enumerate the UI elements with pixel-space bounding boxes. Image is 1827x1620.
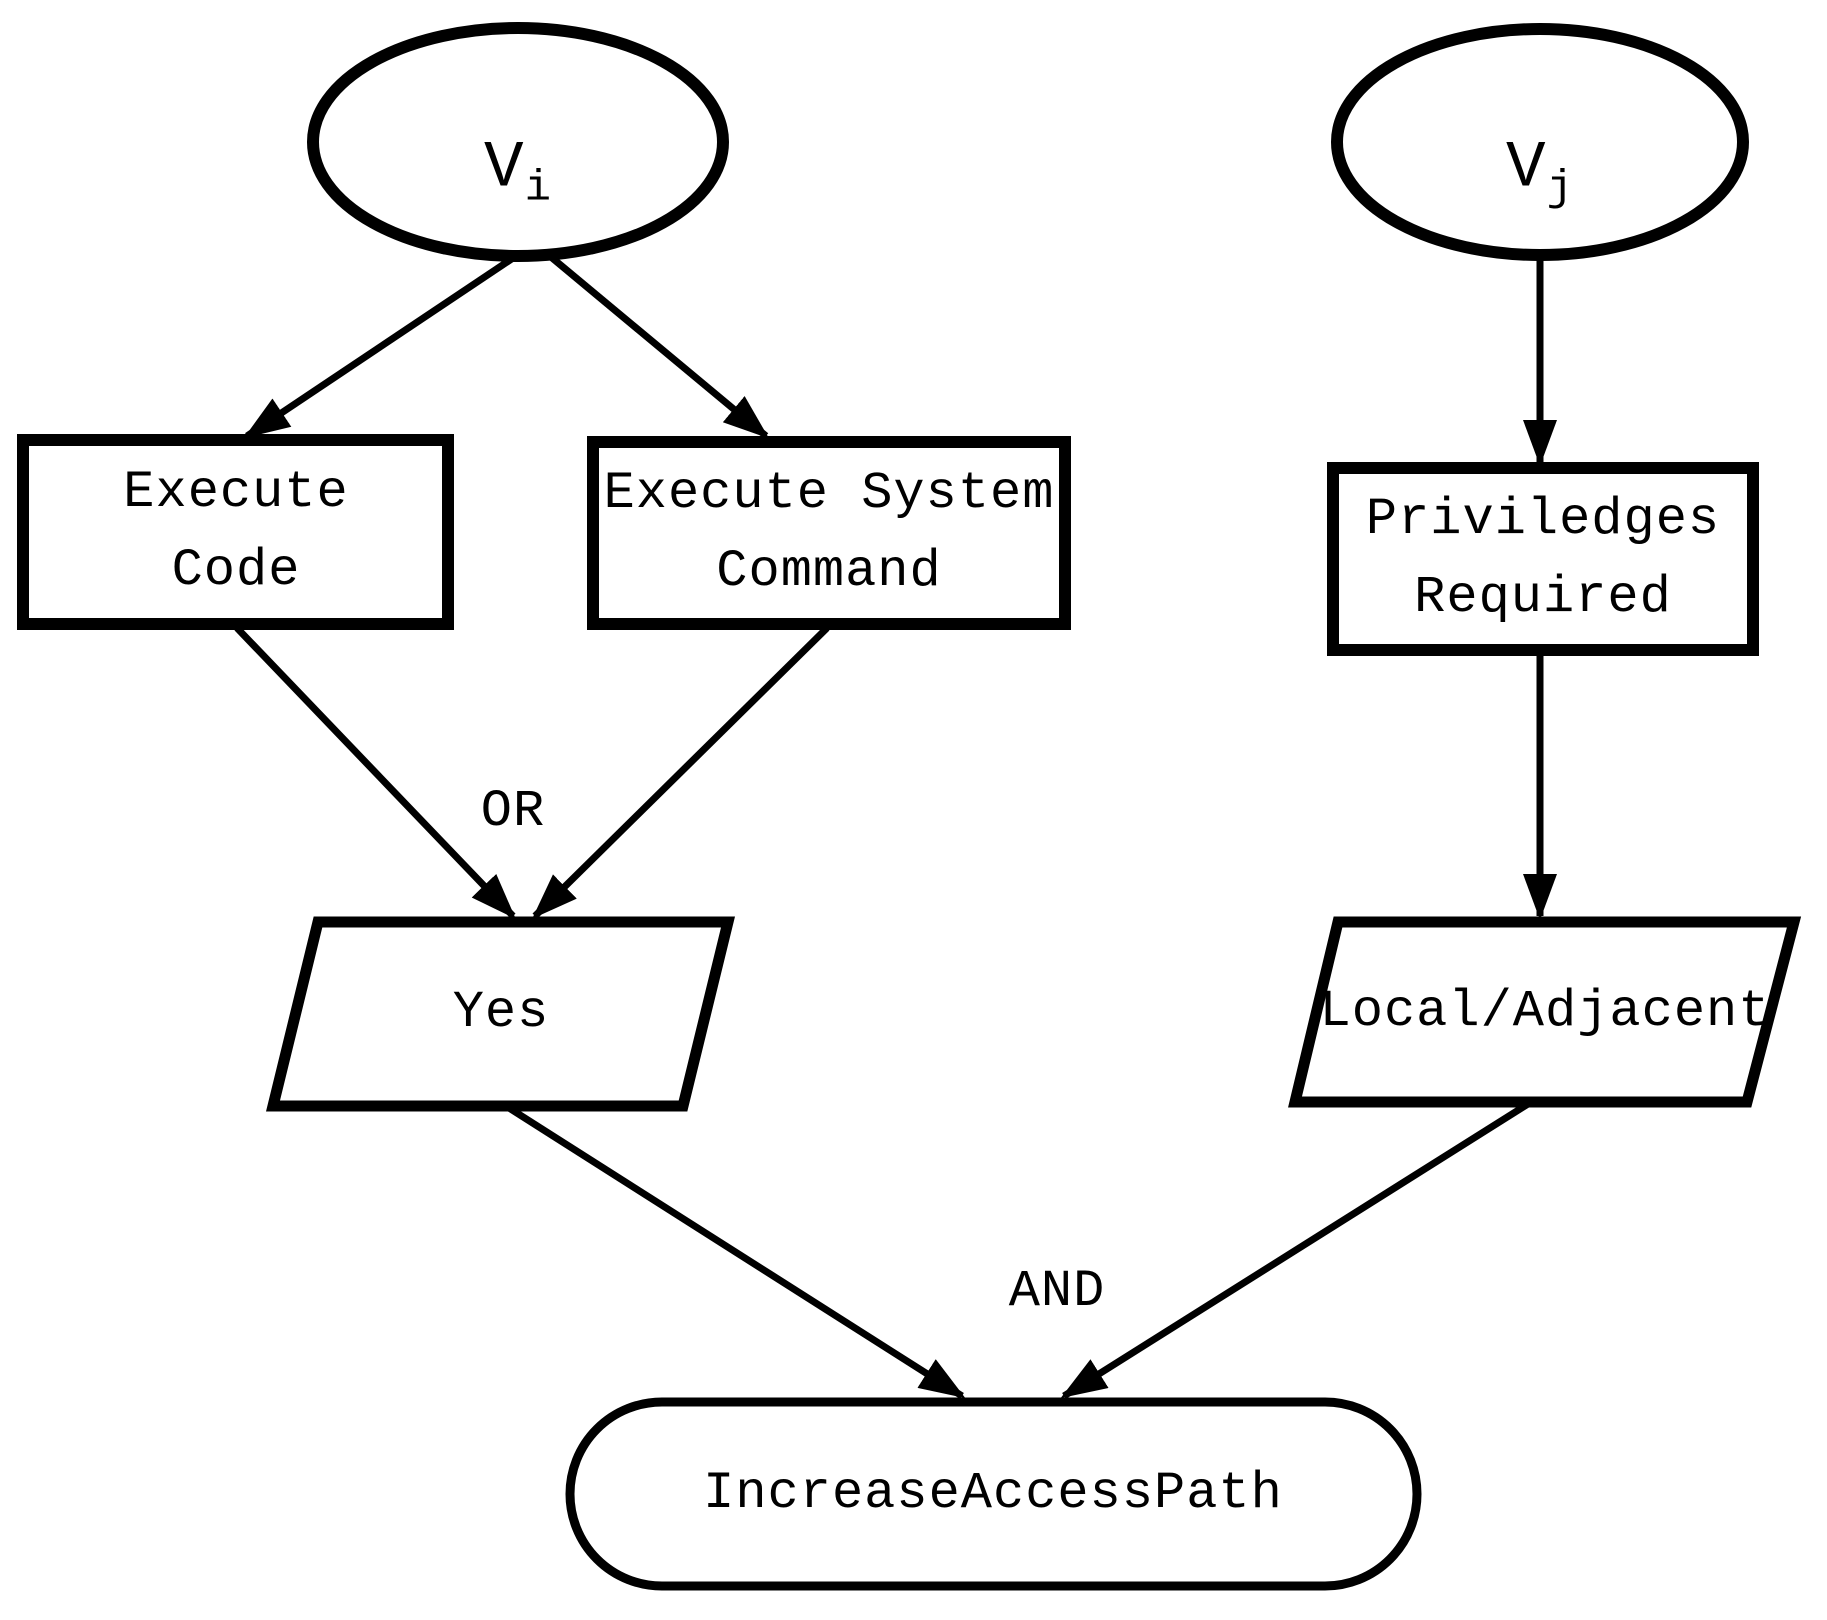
node-increase-access-path-shape — [565, 1397, 1422, 1591]
node-local-adjacent-shape — [1288, 916, 1802, 1108]
vj-subscript: j — [1546, 163, 1575, 214]
edge-yes-to-increase-access-path — [507, 1105, 966, 1399]
node-vi-label: Vi — [483, 69, 552, 211]
node-execute-system-command-shape — [587, 436, 1071, 630]
vi-base: V — [483, 130, 525, 206]
node-execute-system-command-label: Execute System Command — [603, 464, 1055, 601]
node-execute-code-shape — [17, 434, 454, 630]
edge-vi-to-execute-code — [243, 249, 524, 439]
or-operator-label: OR — [480, 782, 546, 841]
edge-execute-system-command-to-yes — [532, 625, 830, 919]
node-execute-code-label: Execute Code — [123, 463, 349, 600]
and-operator-label: AND — [1008, 1262, 1106, 1321]
node-yes-label: Yes — [452, 983, 550, 1042]
vj-base: V — [1505, 130, 1547, 206]
node-priviledges-required-label: Priviledges Required — [1365, 490, 1721, 627]
node-vj-label: Vj — [1505, 69, 1574, 211]
edge-vi-to-execute-system-command — [542, 249, 770, 439]
node-vi-shape — [307, 22, 729, 262]
node-vj-shape — [1331, 23, 1749, 261]
vi-subscript: i — [524, 163, 553, 214]
node-priviledges-required-shape — [1327, 462, 1759, 656]
node-increase-access-path-label: IncreaseAccessPath — [703, 1464, 1283, 1523]
node-local-adjacent-label: Local/Adjacent — [1319, 982, 1771, 1041]
node-yes-shape — [265, 916, 736, 1112]
edge-execute-code-to-yes — [234, 625, 516, 919]
edge-local-adjacent-to-increase-access-path — [1060, 1101, 1530, 1399]
